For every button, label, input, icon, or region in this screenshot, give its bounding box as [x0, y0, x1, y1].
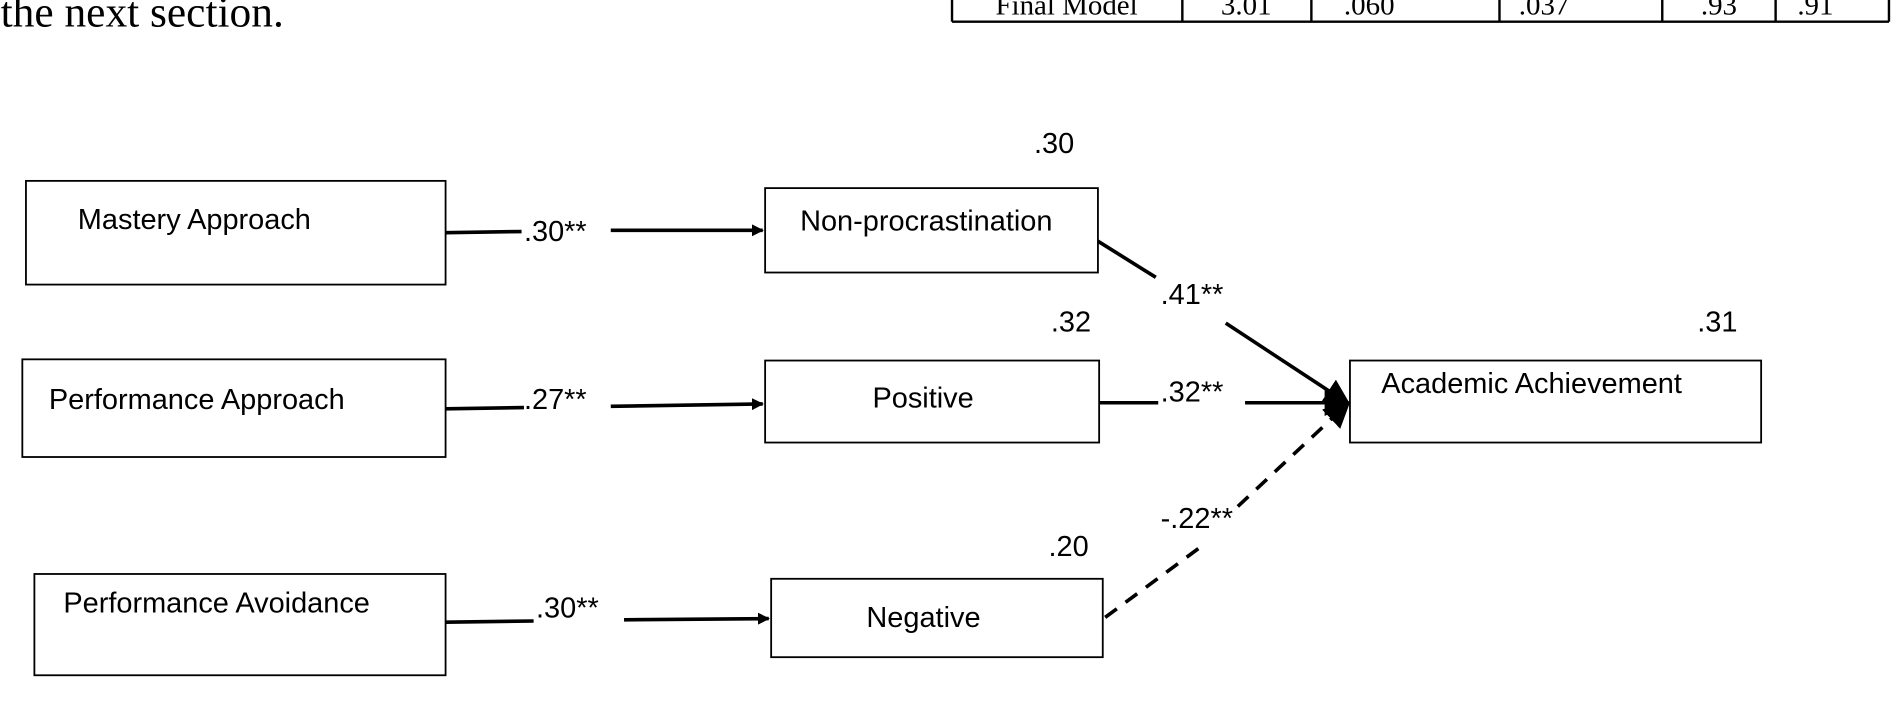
table-cell: .91 [1797, 0, 1833, 21]
label-non-procrastination: Non-procrastination [800, 205, 1052, 237]
table-cell: .060 [1344, 0, 1395, 21]
table-cell: .93 [1701, 0, 1737, 21]
path-arrow [610, 398, 764, 411]
path-line [445, 405, 524, 411]
label-performance-avoidance: Performance Avoidance [63, 588, 370, 620]
box-non-procrastination [764, 187, 1099, 274]
r2-positive: .32 [1051, 307, 1091, 339]
label-mastery-approach: Mastery Approach [78, 204, 311, 236]
label-academic-achievement: Academic Achievement [1381, 368, 1682, 400]
body-text: the next section. [1, 0, 284, 37]
box-performance-avoidance [33, 573, 447, 677]
path-coef: -.22** [1161, 503, 1233, 535]
label-positive: Positive [872, 383, 973, 415]
path-line [1096, 239, 1157, 279]
path-line-dashed [1104, 541, 1208, 619]
r2-non-procrastination: .30 [1034, 128, 1074, 160]
path-arrow-dashed [1236, 401, 1351, 508]
path-coef: .30** [524, 216, 587, 248]
box-negative [770, 577, 1104, 659]
fit-table-row [950, 0, 1891, 23]
r2-negative: .20 [1048, 531, 1088, 563]
table-cell: 3.01 [1221, 0, 1272, 21]
path-line [445, 229, 522, 235]
path-coef: .32** [1161, 377, 1224, 409]
label-negative: Negative [866, 602, 980, 634]
path-arrow [624, 612, 770, 625]
r2-academic-achievement: .31 [1697, 307, 1737, 339]
path-coef: .41** [1161, 279, 1224, 311]
path-line [445, 619, 534, 625]
table-cell: Final Model [995, 0, 1137, 21]
path-coef: .27** [524, 384, 587, 416]
path-arrow [1224, 321, 1351, 406]
path-coef: .30** [536, 592, 599, 624]
label-performance-approach: Performance Approach [49, 384, 345, 416]
table-cell: .037 [1519, 0, 1570, 21]
